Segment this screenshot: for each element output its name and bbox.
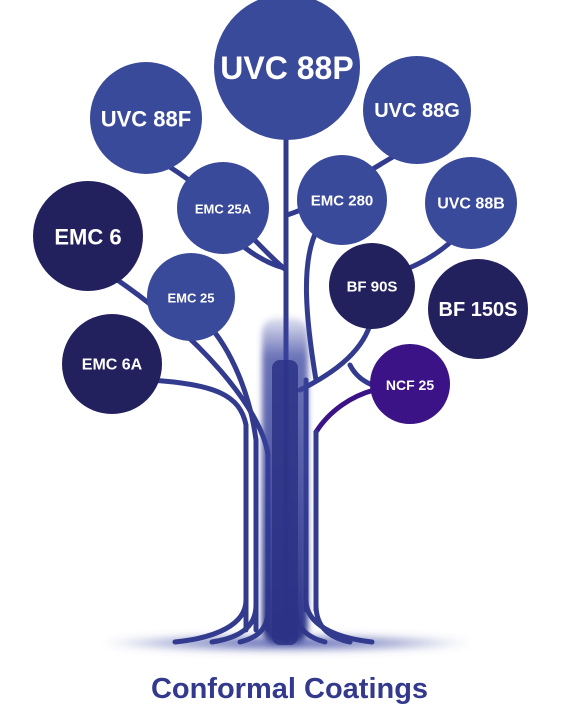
node-label: UVC 88F bbox=[101, 107, 191, 132]
root-left-2 bbox=[209, 602, 259, 645]
node-label: EMC 25A bbox=[195, 202, 252, 217]
tree-trunk-core bbox=[272, 360, 298, 645]
node-uvc-88b[interactable]: UVC 88B bbox=[425, 157, 517, 249]
node-bf-90s[interactable]: BF 90S bbox=[329, 243, 415, 329]
node-emc-25a[interactable]: EMC 25A bbox=[177, 162, 269, 254]
node-bf-150s[interactable]: BF 150S bbox=[428, 259, 528, 359]
node-label: EMC 280 bbox=[311, 193, 374, 210]
node-label: EMC 25 bbox=[168, 291, 215, 306]
node-uvc-88p[interactable]: UVC 88P bbox=[214, 0, 360, 140]
node-uvc-88g[interactable]: UVC 88G bbox=[363, 56, 471, 164]
node-emc-6a[interactable]: EMC 6A bbox=[62, 314, 162, 414]
node-ncf-25[interactable]: NCF 25 bbox=[370, 344, 450, 424]
node-label: EMC 6A bbox=[82, 357, 143, 374]
node-label: UVC 88G bbox=[374, 100, 460, 122]
branch-emc-280 bbox=[303, 225, 321, 383]
node-emc-280[interactable]: EMC 280 bbox=[297, 155, 387, 245]
branch-bf-90s bbox=[297, 322, 373, 393]
node-label: UVC 88B bbox=[437, 196, 505, 213]
node-emc-6[interactable]: EMC 6 bbox=[33, 181, 143, 291]
node-uvc-88f[interactable]: UVC 88F bbox=[90, 62, 202, 174]
node-label: EMC 6 bbox=[54, 225, 121, 250]
diagram-caption: Conformal Coatings bbox=[150, 673, 429, 705]
nodes: UVC 88P UVC 88F UVC 88G EMC 25A EMC 280 … bbox=[33, 0, 528, 424]
node-label: BF 90S bbox=[347, 279, 398, 296]
node-emc-25[interactable]: EMC 25 bbox=[147, 253, 235, 341]
node-label: UVC 88P bbox=[220, 50, 353, 86]
root-left-1 bbox=[172, 597, 249, 645]
node-label: BF 150S bbox=[439, 299, 518, 321]
branch-ncf-25 bbox=[313, 387, 377, 435]
branch-emc-6a bbox=[147, 377, 249, 633]
node-label: NCF 25 bbox=[386, 377, 434, 393]
